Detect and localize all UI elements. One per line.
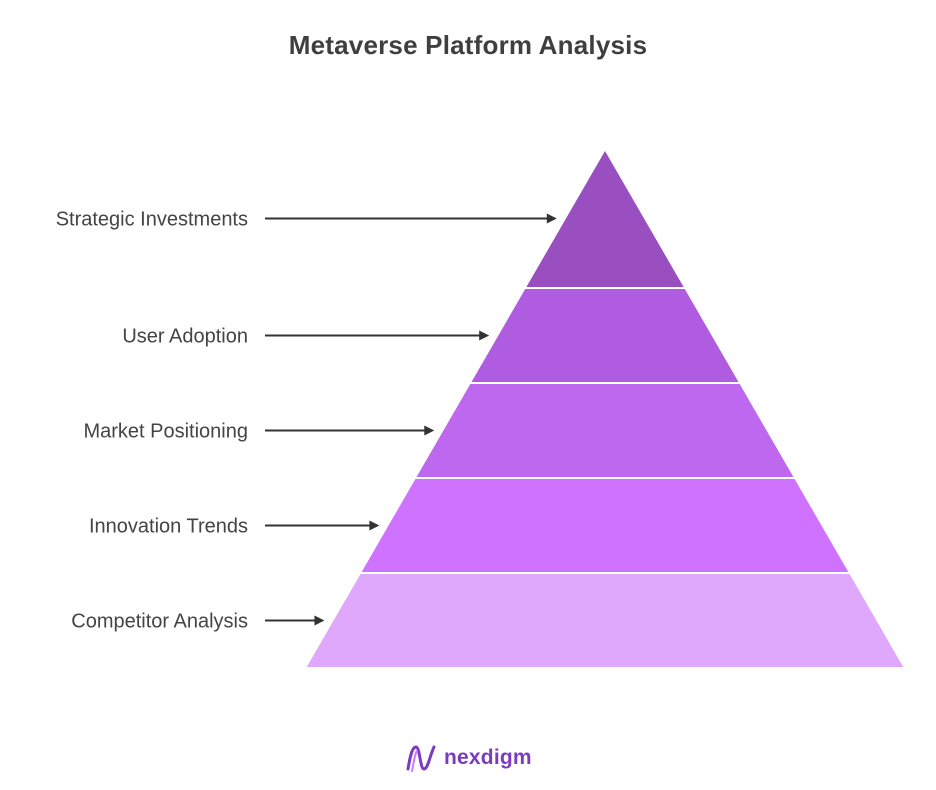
pyramid-level xyxy=(468,287,742,384)
brand-logo: nexdigm xyxy=(404,740,532,776)
arrow-head-icon xyxy=(314,615,325,626)
nexdigm-logo-icon xyxy=(406,745,436,772)
pyramid-level xyxy=(358,477,852,574)
level-arrows xyxy=(265,213,557,626)
pyramid-level xyxy=(413,382,797,479)
level-label: User Adoption xyxy=(122,326,248,348)
arrow-head-icon xyxy=(424,425,435,436)
logo-text: nexdigm xyxy=(444,746,532,769)
arrow-head-icon xyxy=(479,330,490,341)
arrow-head-icon xyxy=(369,520,380,531)
diagram-title: Metaverse Platform Analysis xyxy=(288,30,648,60)
level-label: Innovation Trends xyxy=(89,516,248,538)
level-label: Market Positioning xyxy=(83,421,248,443)
level-label: Strategic Investments xyxy=(56,209,248,231)
arrow-head-icon xyxy=(546,213,557,224)
level-label: Competitor Analysis xyxy=(71,611,248,633)
pyramid-level xyxy=(303,572,907,669)
pyramid-levels xyxy=(303,147,907,669)
